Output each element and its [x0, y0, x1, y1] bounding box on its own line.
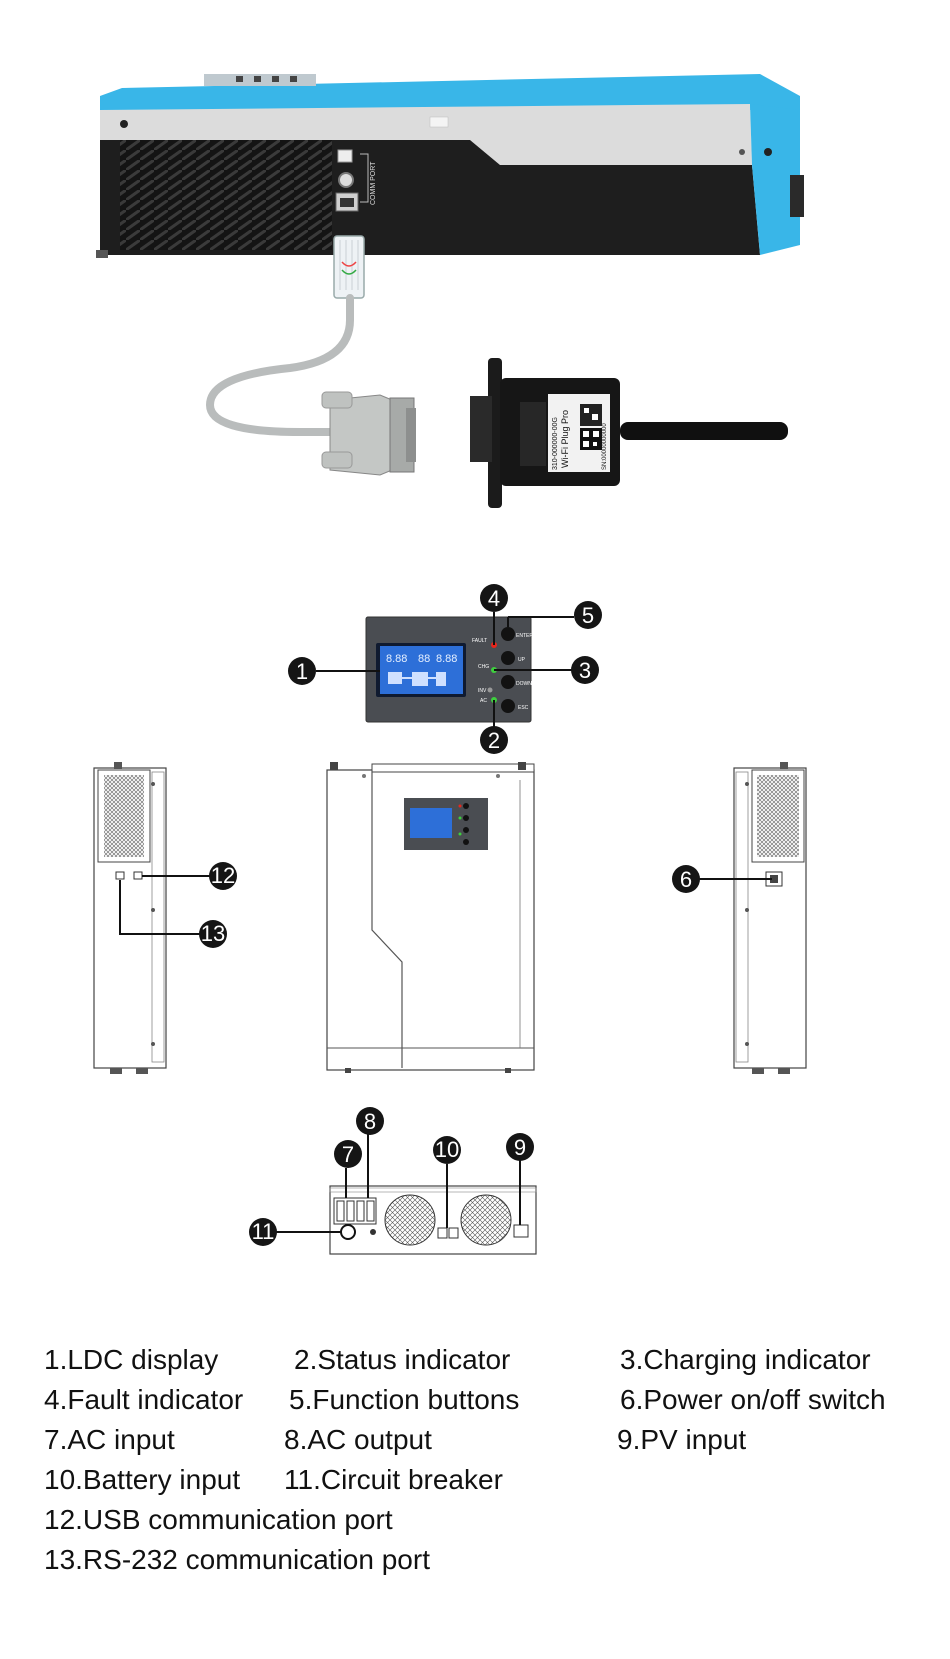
- callout-11: 11: [249, 1218, 277, 1246]
- down-button-label: DOWN: [516, 681, 532, 687]
- esc-button[interactable]: [501, 699, 515, 713]
- svg-text:8.88: 8.88: [436, 653, 457, 665]
- circuit-breaker[interactable]: [340, 1224, 356, 1240]
- legend-item-usb-port: 12.USB communication port: [44, 1504, 393, 1535]
- svg-text:88: 88: [418, 653, 430, 665]
- callout-7: 7: [334, 1140, 362, 1168]
- wifi-plug-serial: 310-000000-00G: [552, 417, 559, 470]
- legend-item-power-switch: 6.Power on/off switch: [620, 1384, 886, 1415]
- legend-item-rs232-port: 13.RS-232 communication port: [44, 1544, 430, 1575]
- legend-item-fault-indicator: 4.Fault indicator: [44, 1384, 244, 1415]
- down-button[interactable]: [501, 675, 515, 689]
- callout-5: 5: [574, 601, 602, 629]
- callout-8: 8: [356, 1107, 384, 1135]
- fault-led-label: FAULT: [472, 638, 487, 644]
- callout-1: 1: [288, 657, 316, 685]
- legend-row: 4.Fault indicator 5.Function buttons 6.P…: [44, 1380, 924, 1420]
- callout-8-number: 8: [364, 1109, 376, 1134]
- up-button[interactable]: [501, 651, 515, 665]
- charging-led-label: CHG: [478, 664, 489, 670]
- inverter-led-label: INV: [478, 688, 487, 694]
- legend-item-ac-output: 8.AC output: [284, 1424, 432, 1455]
- right-side-view: [698, 762, 807, 1074]
- callout-2-number: 2: [488, 728, 500, 753]
- enter-button-label: ENTER: [516, 633, 533, 639]
- legend-item-pv-input: 9.PV input: [617, 1424, 747, 1455]
- communication-cable: [205, 235, 416, 476]
- callout-12-number: 12: [211, 863, 235, 888]
- callout-9-number: 9: [514, 1135, 526, 1160]
- wifi-plug-module: Wi-Fi Plug Pro 310-000000-00G SN:0000000…: [470, 358, 788, 508]
- callout-3-number: 3: [579, 658, 591, 683]
- legend-item-function-buttons: 5.Function buttons: [289, 1384, 520, 1415]
- ac-led-label: AC: [480, 698, 487, 704]
- parts-legend: 1.LDC display 2.Status indicator 3.Charg…: [44, 1340, 924, 1580]
- callout-13: 13: [199, 920, 227, 948]
- callout-6: 6: [672, 865, 700, 893]
- comm-port-label: COMM PORT: [370, 161, 377, 205]
- callout-7-number: 7: [342, 1142, 354, 1167]
- left-side-view: [93, 762, 210, 1074]
- up-button-label: UP: [518, 657, 526, 663]
- legend-row: 7.AC input 8.AC output 9.PV input: [44, 1420, 924, 1460]
- callout-10-number: 10: [435, 1137, 459, 1162]
- callout-1-number: 1: [296, 659, 308, 684]
- callout-12: 12: [209, 862, 237, 890]
- callout-9: 9: [506, 1133, 534, 1161]
- callout-6-number: 6: [680, 867, 692, 892]
- legend-row: 10.Battery input 11.Circuit breaker: [44, 1460, 924, 1500]
- legend-row: 13.RS-232 communication port: [44, 1540, 924, 1580]
- legend-row: 1.LDC display 2.Status indicator 3.Charg…: [44, 1340, 924, 1380]
- wifi-plug-label: Wi-Fi Plug Pro: [560, 410, 570, 468]
- callout-2: 2: [480, 726, 508, 754]
- callout-13-number: 13: [201, 921, 225, 946]
- inverter-led: [487, 687, 493, 693]
- legend-item-charging-indicator: 3.Charging indicator: [620, 1344, 871, 1375]
- callout-3: 3: [571, 656, 599, 684]
- legend-row: 12.USB communication port: [44, 1500, 924, 1540]
- svg-text:8.88: 8.88: [386, 653, 407, 665]
- callout-4: 4: [480, 584, 508, 612]
- enter-button[interactable]: [501, 627, 515, 641]
- callout-10: 10: [433, 1136, 461, 1164]
- wifi-plug-sn: SN:00000000000: [602, 423, 608, 470]
- legend-item-battery-input: 10.Battery input: [44, 1464, 241, 1495]
- legend-item-ac-input: 7.AC input: [44, 1424, 175, 1455]
- legend-item-status-indicator: 2.Status indicator: [294, 1344, 511, 1375]
- callout-11-number: 11: [252, 1219, 275, 1244]
- inverter-side-view: COMM PORT: [96, 74, 804, 258]
- front-view: [326, 762, 535, 1073]
- bottom-view: [276, 1134, 537, 1255]
- legend-item-lcd-display: 1.LDC display: [44, 1344, 219, 1375]
- panel-callouts: [316, 612, 574, 728]
- product-diagram: COMM PORT Wi-Fi Plug Pro 310-000000-00G …: [93, 74, 807, 1255]
- callout-4-number: 4: [488, 586, 500, 611]
- callout-5-number: 5: [582, 603, 594, 628]
- legend-item-circuit-breaker: 11.Circuit breaker: [284, 1464, 503, 1495]
- esc-button-label: ESC: [518, 705, 529, 711]
- qr-code-icon: [580, 404, 602, 450]
